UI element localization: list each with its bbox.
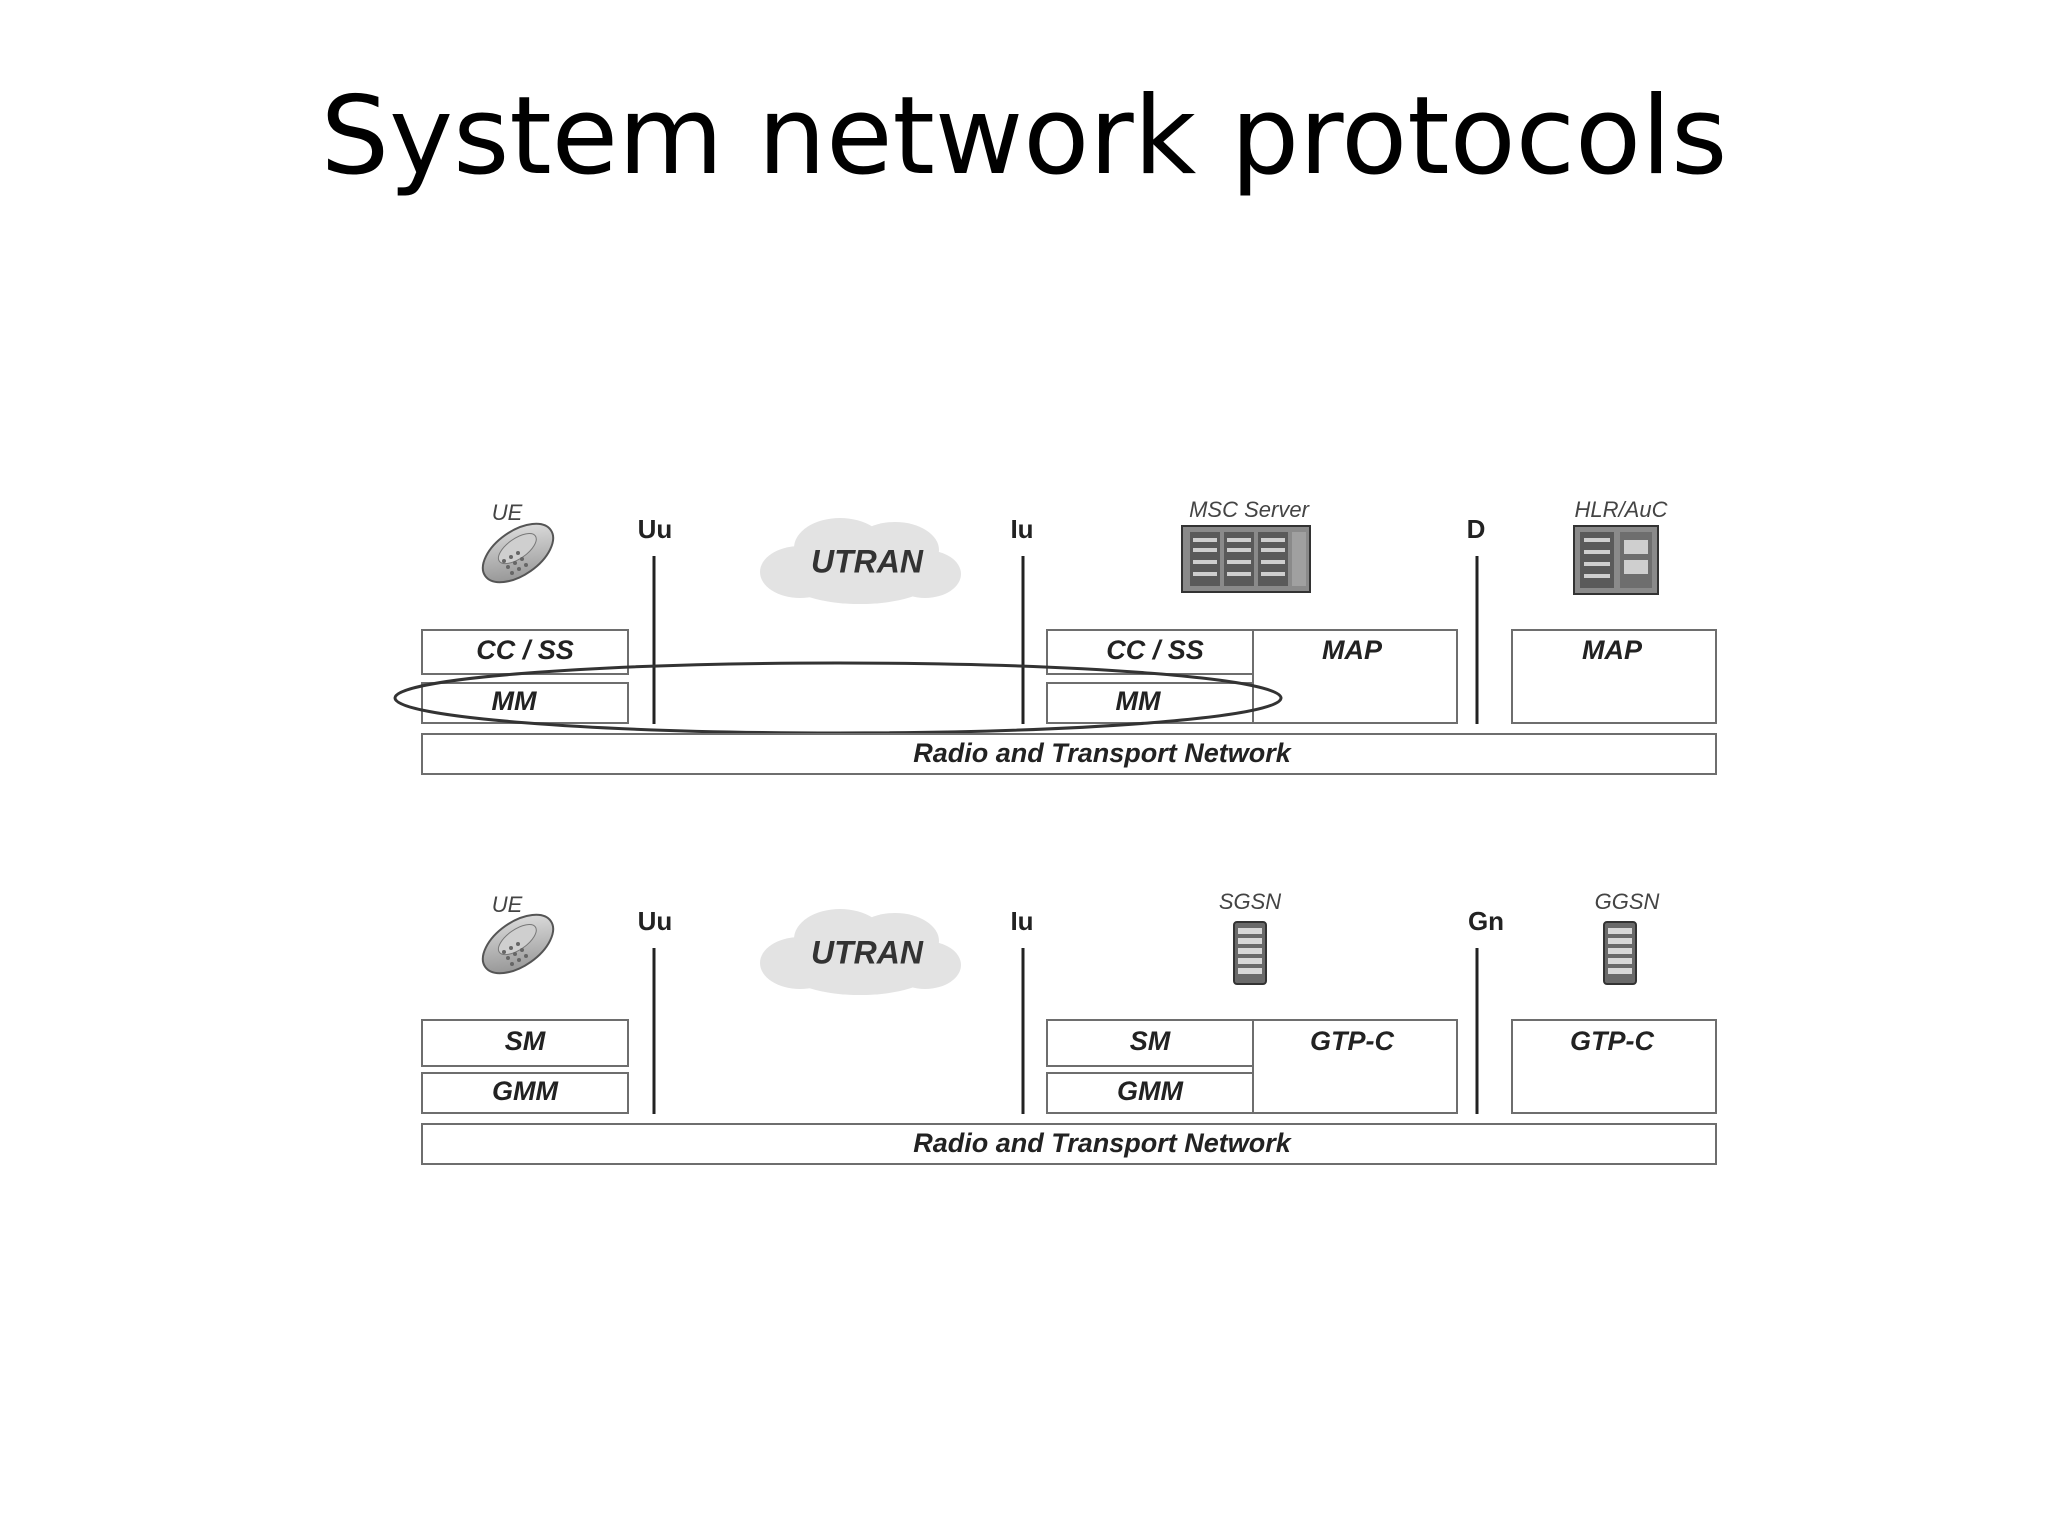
cs-msc-map-box: [1252, 629, 1458, 724]
server-rack-icon: [1181, 525, 1311, 593]
ps-ue-label: UE: [492, 892, 523, 917]
cs-hlr-map-box: [1511, 629, 1717, 724]
ps-transport-label: Radio and Transport Network: [913, 1128, 1293, 1158]
ps-sgsn-sm-box: [1046, 1019, 1254, 1067]
cs-hlr-map-label: MAP: [1582, 635, 1643, 665]
cs-msc-cc-ss-label: CC / SS: [1106, 635, 1204, 665]
ps-utran-label: UTRAN: [811, 934, 924, 970]
ps-sgsn-gmm-label: GMM: [1117, 1076, 1183, 1106]
cs-hlr-label: HLR/AuC: [1575, 497, 1668, 522]
ps-sgsn-label: SGSN: [1219, 889, 1281, 914]
ps-ggsn-gtp-label: GTP-C: [1570, 1026, 1654, 1056]
ps-sgsn-gmm-box: [1046, 1072, 1254, 1114]
server-tower-icon: [1233, 921, 1267, 985]
cs-d-label: D: [1467, 514, 1486, 544]
slide-title: System network protocols: [320, 74, 1728, 199]
server-tower-icon: [1603, 921, 1637, 985]
cs-ue-cc-ss-box: [421, 629, 629, 675]
cs-msc-label: MSC Server: [1189, 497, 1310, 522]
cs-msc-map-label: MAP: [1322, 635, 1383, 665]
cs-transport-box: [421, 733, 1717, 775]
ps-ue-sm-label: SM: [505, 1026, 546, 1056]
cs-ue-cc-ss-label: CC / SS: [476, 635, 574, 665]
ps-ue-sm-box: [421, 1019, 629, 1067]
cs-ue-label: UE: [492, 500, 523, 525]
ps-domain: UE Uu UTRAN Iu SGSN Gn GGSN SM GMM SM GM…: [421, 889, 1717, 1165]
ps-ggsn-label: GGSN: [1595, 889, 1660, 914]
ps-transport-box: [421, 1123, 1717, 1165]
cs-msc-mm-label: MM: [1116, 686, 1161, 716]
cs-utran-label: UTRAN: [811, 543, 924, 579]
ps-ggsn-gtp-box: [1511, 1019, 1717, 1114]
ps-sgsn-gtp-box: [1252, 1019, 1458, 1114]
cs-transport-label: Radio and Transport Network: [913, 738, 1293, 768]
ps-ue-gmm-label: GMM: [492, 1076, 558, 1106]
ps-sgsn-sm-label: SM: [1130, 1026, 1171, 1056]
cs-ue-mm-label: MM: [492, 686, 537, 716]
ps-uu-label: Uu: [638, 906, 673, 936]
ps-sgsn-gtp-label: GTP-C: [1310, 1026, 1394, 1056]
cs-domain: UE Uu UTRAN Iu MSC Server D HLR/AuC: [393, 497, 1717, 775]
server-rack-icon: [1573, 525, 1659, 595]
cs-iu-label: Iu: [1010, 514, 1033, 544]
ps-iu-label: Iu: [1010, 906, 1033, 936]
ps-gn-label: Gn: [1468, 906, 1504, 936]
cs-uu-label: Uu: [638, 514, 673, 544]
cs-msc-cc-ss-box: [1046, 629, 1254, 675]
ps-ue-gmm-box: [421, 1072, 629, 1114]
